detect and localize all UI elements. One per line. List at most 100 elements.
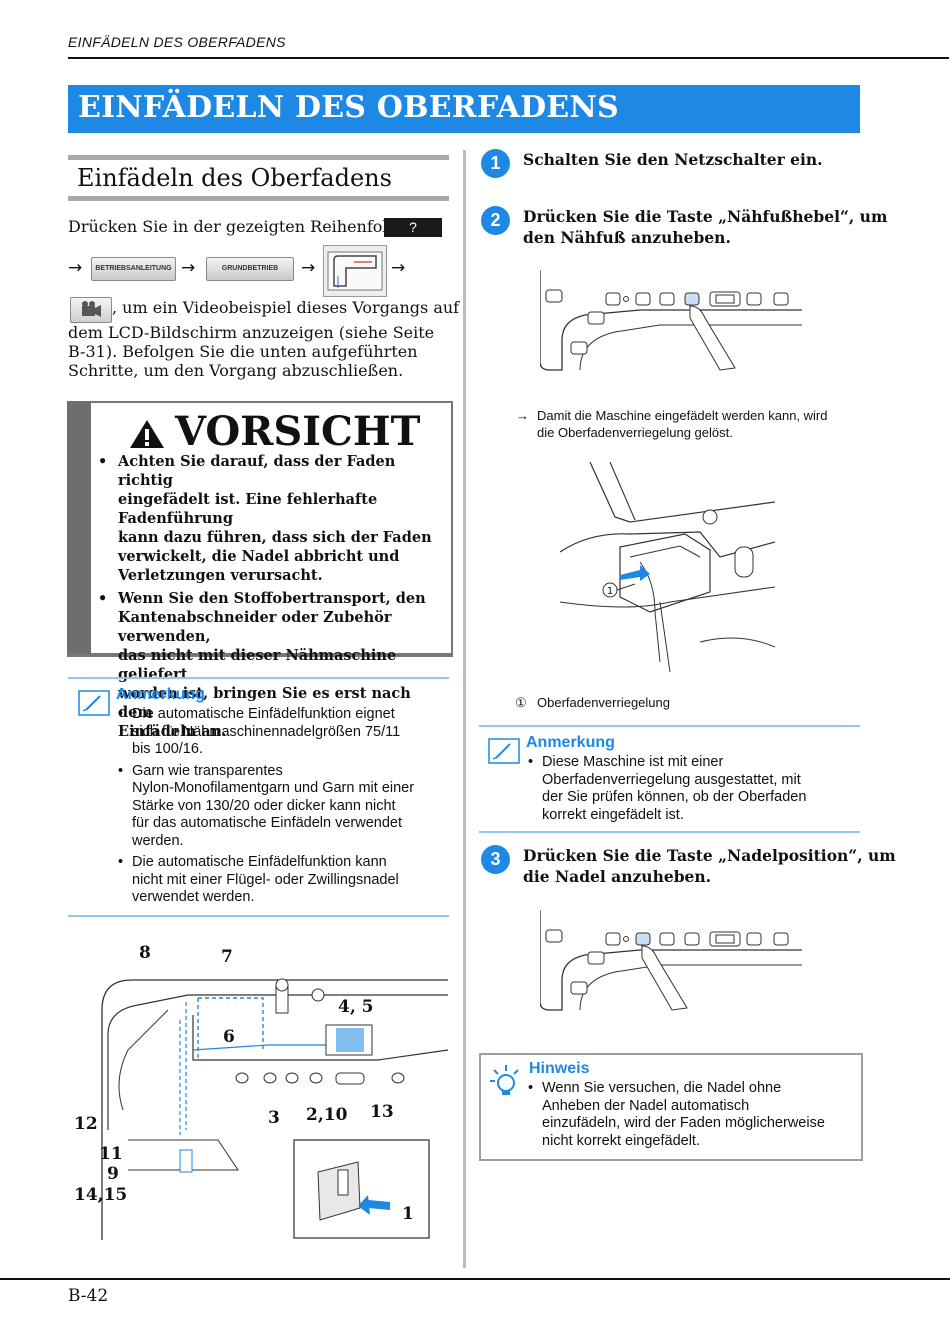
caution-item: • Achten Sie darauf, dass der Faden rich… bbox=[98, 452, 446, 585]
section-rule-top bbox=[68, 155, 449, 160]
section-rule-bottom bbox=[68, 196, 449, 201]
note-text-line: Oberfadenverriegelung ausgestattet, mit bbox=[542, 771, 801, 788]
note-rule-bottom bbox=[479, 831, 860, 833]
result-arrow: → bbox=[516, 408, 529, 423]
hint-text-line: nicht korrekt eingefädelt. bbox=[542, 1132, 700, 1149]
video-camera-icon bbox=[82, 301, 101, 317]
svg-text:1: 1 bbox=[607, 586, 613, 597]
manual-button[interactable]: BETRIEBSANLEITUNG bbox=[91, 257, 176, 281]
note-text-line: verwendet werden. bbox=[132, 889, 255, 905]
note-text-line: der Sie prüfen können, ob der Oberfaden bbox=[542, 789, 807, 805]
column-divider bbox=[463, 150, 466, 1268]
hint-text-line: Anheben der Nadel automatisch bbox=[542, 1097, 750, 1114]
caution-text-line: kann dazu führen, dass sich der Faden bbox=[118, 529, 432, 546]
caution-side-bar bbox=[67, 401, 91, 655]
note-text-line: Stärke von 130/20 oder dicker kann nicht bbox=[132, 797, 396, 814]
note-item: Garn wie transparentes Nylon-Monofilamen… bbox=[116, 763, 446, 851]
note-title: Anmerkung bbox=[526, 734, 615, 751]
step-number: 1 bbox=[481, 149, 510, 178]
help-button[interactable]: ? bbox=[384, 218, 442, 237]
note-pencil-icon bbox=[488, 738, 520, 768]
video-button[interactable] bbox=[70, 297, 112, 323]
caution-bottom-rule bbox=[67, 653, 451, 656]
note-text-line: werden. bbox=[132, 832, 184, 849]
page-number: B-42 bbox=[68, 1286, 109, 1306]
note-text-line: sich für Nähmaschinennadelgrößen 75/11 bbox=[132, 723, 401, 740]
caution-box bbox=[67, 401, 453, 657]
diagram-label: 8 bbox=[139, 943, 151, 963]
intro-line-5: Schritte, um den Vorgang abzuschließen. bbox=[68, 361, 404, 380]
section-title: Einfädeln des Oberfadens bbox=[77, 164, 392, 192]
note-item: Die automatische Einfädelfunktion eignet… bbox=[116, 706, 446, 759]
step-text-line: Drücken Sie die Taste „Nähfußhebel“, um bbox=[523, 207, 888, 226]
callout-marker: ① bbox=[515, 695, 527, 710]
warning-triangle-icon bbox=[128, 418, 166, 454]
needle-position-button-illustration bbox=[539, 910, 802, 1012]
sequence-arrow: → bbox=[301, 258, 316, 278]
chapter-title: EINFÄDELN DES OBERFADENS bbox=[78, 90, 619, 125]
result-text-line: die Oberfadenverriegelung gelöst. bbox=[537, 425, 733, 440]
result-text-line: Damit die Maschine eingefädelt werden ka… bbox=[537, 408, 828, 423]
header-rule bbox=[68, 57, 949, 59]
note-title: Anmerkung bbox=[116, 686, 205, 703]
note-item: Die automatische Einfädelfunktion kann n… bbox=[116, 854, 446, 907]
hint-list: Wenn Sie versuchen, die Nadel ohne Anheb… bbox=[526, 1080, 856, 1150]
note-list: Die automatische Einfädelfunktion eignet… bbox=[116, 706, 446, 907]
sequence-arrow: → bbox=[181, 258, 196, 278]
intro-line-1: Drücken Sie in der gezeigten Reihenfolge bbox=[68, 217, 408, 236]
note-text-line: Die automatische Einfädelfunktion eignet bbox=[132, 706, 395, 722]
note-text-line: Garn wie transparentes bbox=[132, 762, 283, 779]
diagram-label: 11 bbox=[99, 1144, 123, 1164]
note-text-line: Nylon-Monofilamentgarn und Garn mit eine… bbox=[132, 780, 415, 796]
note-rule-top bbox=[68, 677, 449, 679]
caution-text-line: verwickelt, die Nadel abbricht und bbox=[118, 548, 400, 565]
diagram-label: 2,10 bbox=[306, 1105, 348, 1125]
step-text-line: die Nadel anzuheben. bbox=[523, 867, 712, 886]
sequence-arrow: → bbox=[68, 258, 83, 278]
hint-title: Hinweis bbox=[529, 1060, 590, 1077]
caution-item: • Wenn Sie den Stoffobertransport, den K… bbox=[98, 589, 446, 741]
intro-line-2: , um ein Videobeispiel dieses Vorgangs a… bbox=[112, 298, 460, 317]
diagram-label: 13 bbox=[370, 1102, 394, 1122]
diagram-label: 7 bbox=[221, 947, 233, 967]
result-text: Damit die Maschine eingefädelt werden ka… bbox=[537, 407, 828, 441]
intro-line-3: dem LCD-Bildschirm anzuzeigen (siehe Sei… bbox=[68, 323, 435, 342]
sewing-machine-icon bbox=[327, 251, 383, 291]
step-1-text: Schalten Sie den Netzschalter ein. bbox=[523, 150, 823, 169]
chapter-banner: EINFÄDELN DES OBERFADENS bbox=[68, 85, 860, 133]
caution-list: • Achten Sie darauf, dass der Faden rich… bbox=[98, 452, 446, 741]
sequence-arrow: → bbox=[391, 258, 406, 278]
note-text-line: bis 100/16. bbox=[132, 741, 203, 757]
caution-text-line: Verletzungen verursacht. bbox=[118, 567, 323, 584]
step-text-line: den Nähfuß anzuheben. bbox=[523, 228, 731, 247]
step-3-text: Drücken Sie die Taste „Nadelposition“, u… bbox=[523, 845, 896, 887]
diagram-label: 4, 5 bbox=[338, 997, 374, 1017]
note-text-line: Diese Maschine ist mit einer bbox=[542, 754, 724, 770]
diagram-label: 12 bbox=[74, 1114, 98, 1134]
threading-topic-button[interactable] bbox=[323, 245, 387, 297]
diagram-label: 6 bbox=[223, 1027, 235, 1047]
threading-diagram bbox=[68, 940, 460, 1270]
running-header: EINFÄDELN DES OBERFADENS bbox=[68, 34, 286, 50]
footer-rule bbox=[0, 1278, 950, 1280]
caution-title: VORSICHT bbox=[175, 408, 421, 455]
presser-foot-button-illustration bbox=[539, 270, 802, 372]
diagram-label: 1 bbox=[402, 1204, 414, 1224]
caution-text-line: Achten Sie darauf, dass der Faden richti… bbox=[118, 453, 396, 489]
note-item: Diese Maschine ist mit einer Oberfadenve… bbox=[526, 754, 856, 824]
hint-box bbox=[479, 1053, 863, 1161]
caution-text-line: Wenn Sie den Stoffobertransport, den bbox=[118, 590, 426, 607]
note-text-line: für das automatische Einfädeln verwendet bbox=[132, 815, 403, 831]
hint-text-line: Wenn Sie versuchen, die Nadel ohne bbox=[542, 1080, 782, 1096]
basic-operation-button[interactable]: GRUNDBETRIEB bbox=[206, 257, 294, 281]
hint-bulb-icon bbox=[488, 1063, 522, 1101]
hint-text-line: einzufädeln, wird der Faden möglicherwei… bbox=[542, 1115, 825, 1131]
note-pencil-icon bbox=[78, 690, 110, 720]
diagram-label: 3 bbox=[268, 1108, 280, 1128]
caution-text-line: Kantenabschneider oder Zubehör verwenden… bbox=[118, 609, 392, 645]
step-number: 3 bbox=[481, 845, 510, 874]
thread-lock-illustration: 1 bbox=[559, 461, 776, 673]
step-2-text: Drücken Sie die Taste „Nähfußhebel“, um … bbox=[523, 206, 887, 248]
note-list: Diese Maschine ist mit einer Oberfadenve… bbox=[526, 754, 856, 824]
note-rule-top bbox=[479, 725, 860, 727]
